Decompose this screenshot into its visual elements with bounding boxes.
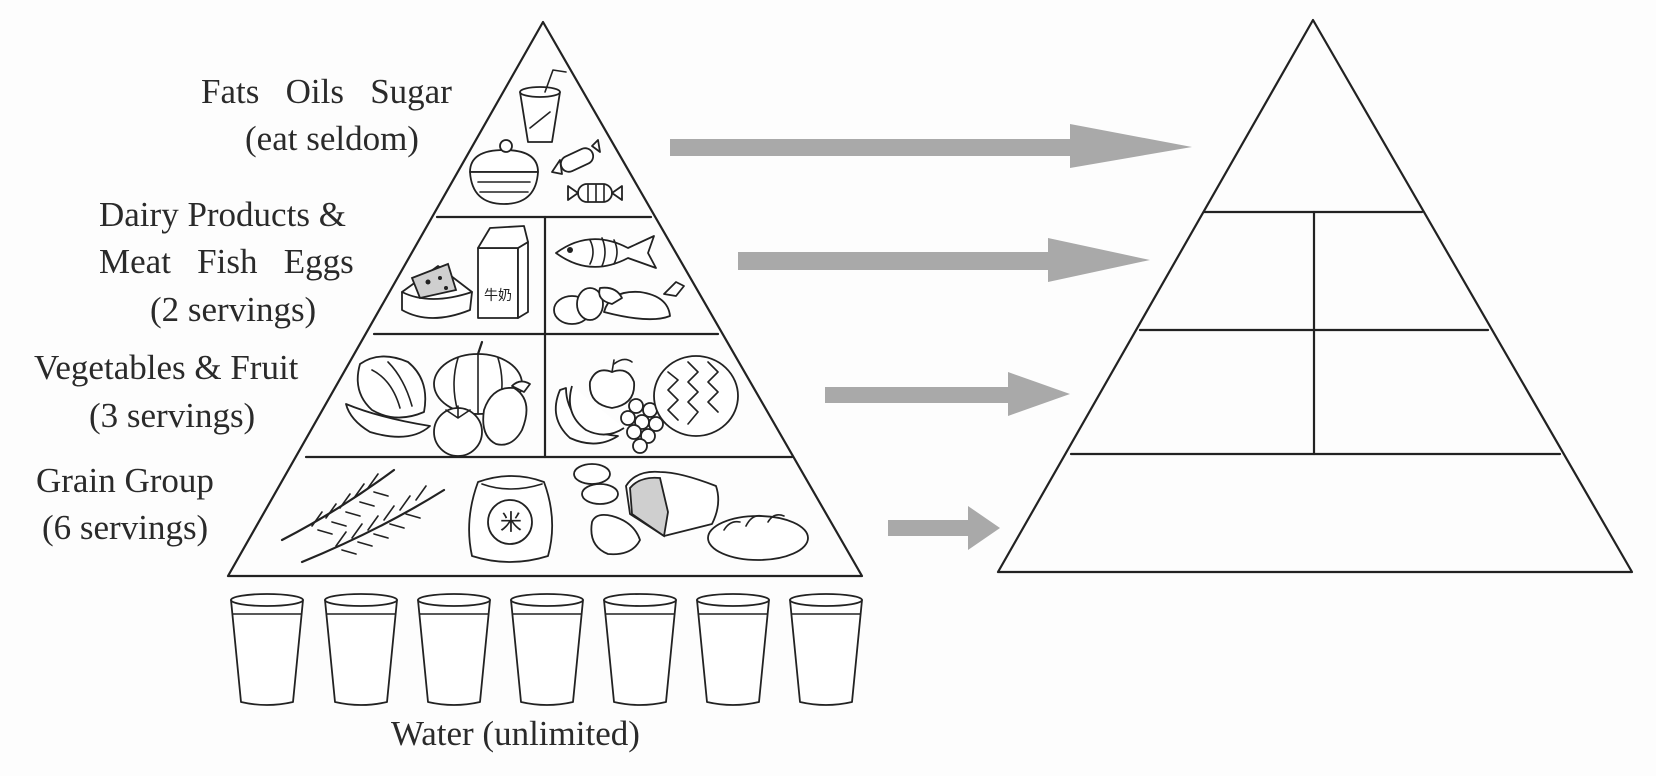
rice-bag-icon: 米 <box>468 475 554 563</box>
drink-cup-icon <box>519 69 567 143</box>
fats-title: Fats Oils Sugar <box>201 72 452 111</box>
grain-title: Grain Group <box>36 461 214 500</box>
arrow-icon <box>738 238 1150 282</box>
arrow-icon <box>888 506 1000 550</box>
water-glass-icon <box>417 593 491 706</box>
arrows <box>670 124 1192 550</box>
fats-note: (eat seldom) <box>245 119 419 158</box>
cupcake-icon <box>469 139 539 205</box>
water-glass-icon <box>230 593 304 706</box>
water-label: Water (unlimited) <box>391 714 640 753</box>
food-pyramid <box>226 20 864 578</box>
dairy-title-2: Meat Fish Eggs <box>99 242 354 281</box>
water-glass-icon <box>510 593 584 706</box>
grain-note: (6 servings) <box>42 508 208 547</box>
veg-note: (3 servings) <box>89 396 255 435</box>
dairy-title: Dairy Products & <box>99 195 346 234</box>
baguette-icon <box>707 514 809 561</box>
arrow-icon <box>825 372 1070 416</box>
water-glass-icon <box>696 593 770 706</box>
eggplant-icon <box>482 380 531 446</box>
veg-title: Vegetables & Fruit <box>34 348 299 387</box>
water-glass-icon <box>603 593 677 706</box>
roast-chicken-icon <box>598 281 685 321</box>
water-glass-icon <box>789 593 863 706</box>
rice-label: 米 <box>500 511 522 536</box>
fish-icon <box>555 235 657 269</box>
milk-carton-icon: 牛奶 <box>477 225 529 319</box>
wheat-icon <box>280 468 446 564</box>
pyramid-outline <box>226 20 864 578</box>
eggs-icon <box>553 287 604 325</box>
water-glass-icon <box>324 593 398 706</box>
blank-pyramid-outline <box>996 18 1634 574</box>
apple-icon <box>589 358 635 409</box>
tomato-icon <box>433 405 483 457</box>
loaf-icon <box>625 470 720 538</box>
cheese-icon <box>401 262 473 319</box>
blank-pyramid <box>996 18 1634 574</box>
water-glasses <box>230 593 863 706</box>
arrow-icon <box>670 124 1192 168</box>
watermelon-icon <box>653 355 739 437</box>
cabbage-icon <box>345 355 431 438</box>
milk-label: 牛奶 <box>484 288 512 304</box>
candy-icon <box>551 139 623 203</box>
dairy-note: (2 servings) <box>150 290 316 329</box>
grapes-icon <box>620 398 664 454</box>
bread-rolls-icon <box>573 463 641 556</box>
banana-icon <box>554 385 625 445</box>
